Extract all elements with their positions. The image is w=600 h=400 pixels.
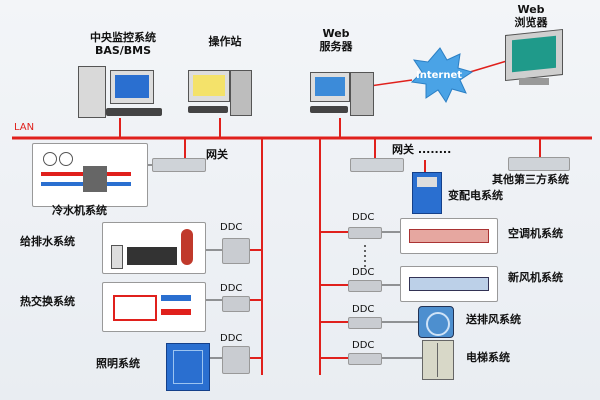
label-ac-system: 空调机系统 <box>508 227 563 240</box>
label-elevator-system: 电梯系统 <box>466 351 510 364</box>
elevator-icon <box>422 340 454 380</box>
label-ddc-fresh-air: DDC <box>352 267 375 278</box>
central-computer-icon <box>78 66 168 118</box>
label-fresh-air-system: 新风机系统 <box>508 271 563 284</box>
label-exhaust-system: 送排风系统 <box>466 313 521 326</box>
ddc-unit-water <box>222 238 250 264</box>
label-central-monitoring: 中央监控系统 BAS/BMS <box>90 31 156 57</box>
chiller-diagram-panel <box>32 143 148 207</box>
ddc-unit-lighting <box>222 346 250 374</box>
label-ddc-water: DDC <box>220 222 243 233</box>
ddc-unit-fresh-air <box>348 280 382 292</box>
label-operator-station: 操作站 <box>208 35 242 48</box>
label-lan: LAN <box>14 122 35 133</box>
web-browser-monitor-icon <box>505 28 565 88</box>
exhaust-fan-icon <box>418 306 454 338</box>
label-gateway-right: 网关 ........ <box>392 143 452 156</box>
label-ddc-exhaust: DDC <box>352 304 375 315</box>
substation-cabinet-icon <box>412 172 442 214</box>
label-third-party-system: 其他第三方系统 <box>492 173 569 186</box>
label-ddc-lighting: DDC <box>220 333 243 344</box>
left-gateway-switch <box>152 158 206 172</box>
web-server-icon <box>310 72 374 118</box>
internet-cloud-icon <box>410 47 474 104</box>
label-ddc-ac: DDC <box>352 212 375 223</box>
ddc-unit-elevator <box>348 353 382 365</box>
label-chiller-system: 冷水机系统 <box>52 204 107 217</box>
lighting-cabinet-icon <box>166 343 210 391</box>
ddc-unit-heat <box>222 296 250 312</box>
ddc-unit-ac <box>348 227 382 239</box>
label-heat-exchange-system: 热交换系统 <box>20 295 75 308</box>
label-lighting-system: 照明系统 <box>96 357 140 370</box>
heat-exchange-panel <box>102 282 206 332</box>
link-server-internet <box>369 79 413 87</box>
link-internet-browser <box>469 59 511 73</box>
water-pump-panel <box>102 222 206 274</box>
label-web-browser: Web 浏览器 <box>514 3 548 29</box>
label-water-system: 给排水系统 <box>20 235 75 248</box>
third-party-gateway-switch <box>508 157 570 171</box>
label-internet: Internet <box>416 70 463 81</box>
ddc-unit-exhaust <box>348 317 382 329</box>
label-ddc-heat: DDC <box>220 283 243 294</box>
right-gateway-switch <box>350 158 404 172</box>
operator-computer-icon <box>188 70 252 118</box>
label-web-server: Web 服务器 <box>319 27 353 53</box>
fresh-air-panel <box>400 266 498 302</box>
label-ddc-elevator: DDC <box>352 340 375 351</box>
air-conditioner-panel <box>400 218 498 254</box>
label-substation-system: 变配电系统 <box>448 189 503 202</box>
label-gateway-left: 网关 <box>206 148 228 161</box>
